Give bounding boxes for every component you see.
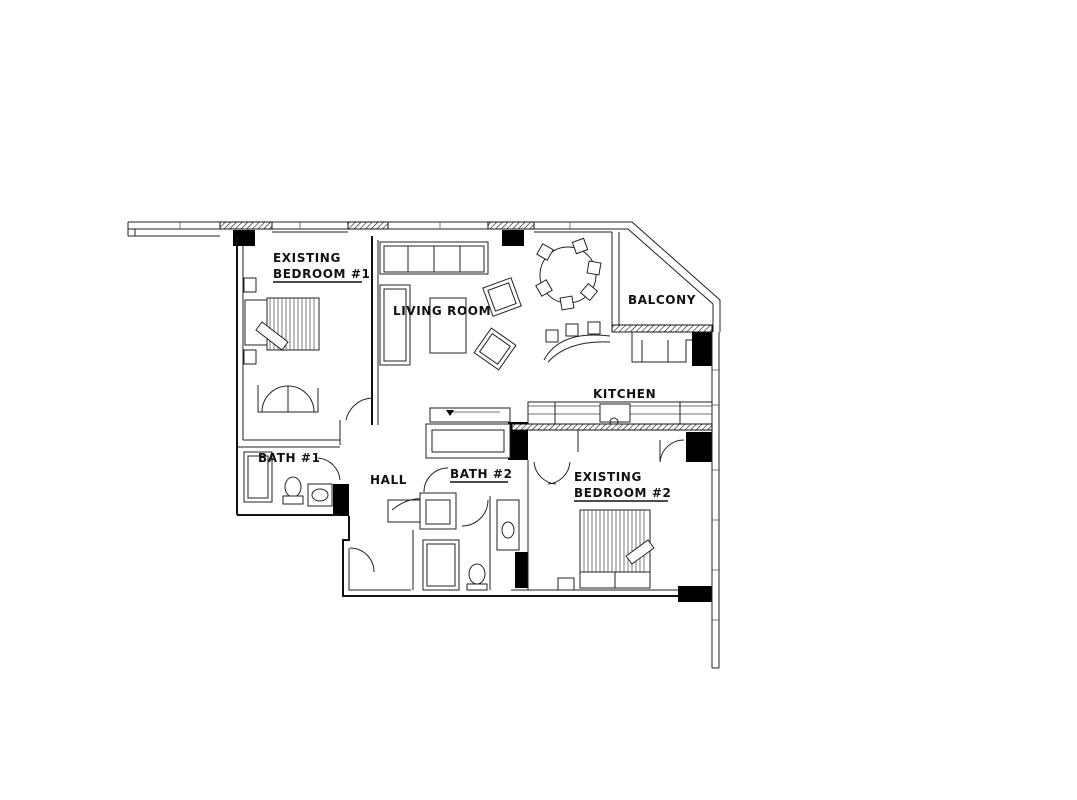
label-hall: HALL: [370, 473, 407, 487]
label-bath1: BATH #1: [258, 451, 321, 465]
dining-table-set: [535, 237, 602, 311]
kitchen-island: [612, 331, 692, 363]
bath2: [412, 492, 520, 591]
bath1: [237, 446, 341, 516]
top-window-wall: [127, 221, 612, 237]
label-bedroom2-line1: EXISTING: [574, 470, 642, 484]
bedroom2-walls: [511, 430, 685, 597]
label-kitchen: KITCHEN: [593, 387, 656, 401]
label-balcony: BALCONY: [628, 293, 696, 307]
living-room-armchairs: [473, 277, 522, 371]
bedroom1-bed: [243, 277, 320, 365]
living-room-sofa: [379, 241, 489, 366]
bedroom1-walls: [236, 236, 379, 515]
label-bedroom1-line1: EXISTING: [273, 251, 341, 265]
label-living-room: LIVING ROOM: [393, 304, 491, 318]
balcony-perimeter: [611, 221, 721, 333]
label-bath2: BATH #2: [450, 467, 513, 481]
bedroom1-closet: [257, 385, 373, 445]
label-bedroom1-line2: BEDROOM #1: [273, 267, 370, 281]
bedroom2-bed: [557, 509, 655, 591]
structural-columns: [233, 230, 712, 602]
living-room-curved-counter: [543, 321, 611, 363]
label-bedroom2-line2: BEDROOM #2: [574, 486, 671, 500]
right-exterior-wall: [711, 332, 720, 669]
kitchen-counter: [511, 401, 713, 431]
room-labels: EXISTING BEDROOM #1 LIVING ROOM BALCONY …: [258, 251, 696, 502]
living-room-coffee-table: [429, 297, 467, 354]
kitchen-upper-cabinet: [425, 407, 511, 459]
